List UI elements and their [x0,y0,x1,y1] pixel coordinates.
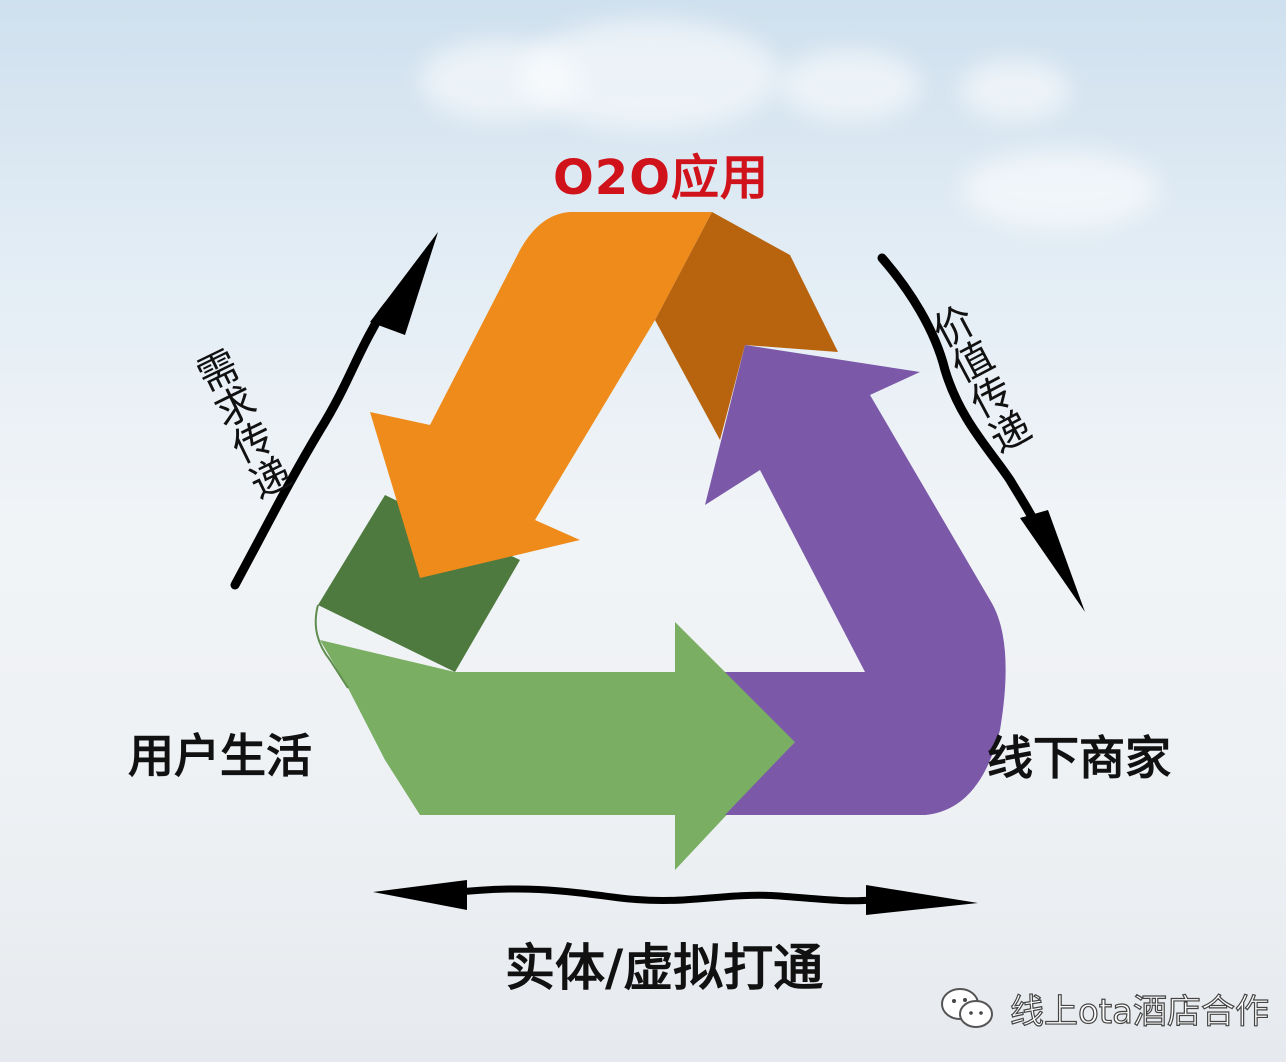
background-cloud [520,20,780,130]
background-cloud [960,60,1070,120]
bidirectional-arrow [373,880,978,915]
node-user-life: 用户生活 [128,729,312,783]
background-cloud [960,150,1160,230]
watermark-text: 线上ota酒店合作 [1009,991,1269,1032]
wechat-icon [941,987,993,1028]
background-cloud [780,50,920,120]
watermark: 线上ota酒店合作 [940,984,1270,1033]
edge-label-bottom: 实体/虚拟打通 [505,939,824,997]
green-arrow [314,495,795,870]
diagram-title: O2O应用 [553,150,770,206]
node-offline-merchant: 线下商家 [987,731,1171,785]
purple-arrow [705,345,1006,815]
value-transfer-arrow [877,253,1085,612]
orange-arrow [370,212,838,578]
demand-transfer-arrow [230,232,438,590]
